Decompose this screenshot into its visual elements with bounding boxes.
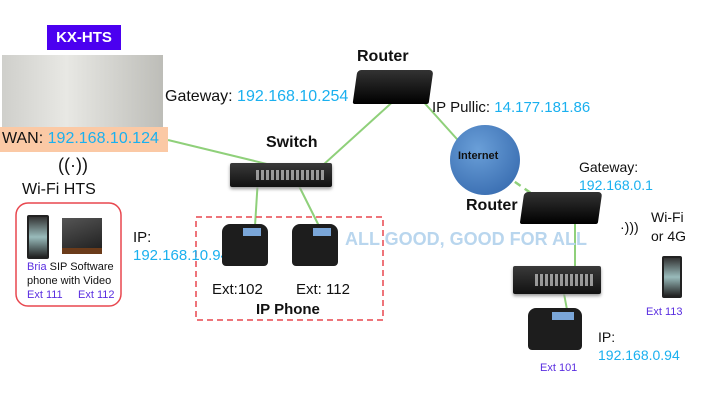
smartphone-icon: [27, 215, 49, 259]
ext-102: Ext:102: [212, 281, 263, 298]
gateway-ip: 192.168.10.254: [237, 88, 349, 105]
internet-cloud-icon: [450, 125, 520, 195]
remote-ip: 192.168.0.94: [598, 347, 680, 363]
mobile-phone-icon: [662, 256, 682, 298]
wifi-devices-box: [15, 202, 122, 307]
pbx-gateway: Gateway: 192.168.10.254: [165, 88, 348, 106]
ip-phone-group-label: IP Phone: [256, 301, 320, 318]
softphone-line2: phone with Video: [27, 275, 112, 287]
pbx-device-photo: [2, 55, 163, 128]
video-phone-icon: [528, 308, 582, 350]
softphone-brand: Bria: [27, 261, 47, 273]
link-switch-phone2: [295, 179, 323, 233]
router-remote-label: Router: [466, 197, 518, 214]
ip-phone-group-box: [195, 216, 384, 321]
ip-phone-icon: [222, 224, 268, 266]
ext-112-laptop: Ext 112: [78, 289, 115, 301]
ext-101: Ext 101: [540, 362, 578, 374]
wan-label: WAN:: [2, 130, 44, 147]
switch-remote-icon: [513, 266, 601, 294]
wan-text: WAN: 192.168.10.124: [2, 130, 159, 148]
laptop-icon: [62, 218, 102, 254]
ip-phone-icon: [292, 224, 338, 266]
softphone-line1: SIP Software: [49, 261, 114, 273]
ext-113: Ext 113: [646, 306, 683, 318]
remote-gateway-ip: 192.168.0.1: [579, 177, 653, 193]
public-ip-value: 14.177.181.86: [494, 99, 591, 116]
link-switch-router: [311, 96, 399, 176]
ip-phones-ip-label: IP:: [133, 229, 152, 246]
softphone-text: Bria SIP Software: [27, 261, 114, 273]
remote-ip-label: IP:: [598, 329, 616, 345]
wan-label-box: [0, 127, 168, 152]
internet-label: Internet: [458, 150, 499, 162]
public-ip-label: IP Pullic:: [432, 99, 491, 116]
pbx-title-badge: KX-HTS: [47, 25, 121, 50]
remote-gateway-label: Gateway:: [579, 159, 639, 175]
gateway-label: Gateway:: [165, 88, 233, 105]
router-main-label: Router: [357, 48, 409, 65]
wan-ip: 192.168.10.124: [47, 130, 159, 147]
router-remote-icon: [519, 192, 603, 224]
wifi-hts-label: Wi-Fi HTS: [22, 181, 96, 198]
4g-label: or 4G: [651, 228, 687, 244]
switch-icon: [230, 163, 332, 187]
ext-112: Ext: 112: [296, 281, 350, 298]
wifi-label: Wi-Fi: [651, 209, 684, 225]
ip-phones-ip: 192.168.10.94: [133, 247, 229, 264]
ext-111: Ext 111: [27, 289, 63, 301]
router-main-icon: [352, 70, 434, 104]
public-ip: IP Pullic: 14.177.181.86: [432, 99, 590, 116]
wifi-4g-icon: ·))): [620, 219, 639, 235]
watermark: ALL GOOD, GOOD FOR ALL: [345, 229, 587, 249]
pbx-title: KX-HTS: [56, 29, 112, 46]
wifi-icon: ((·)): [58, 155, 88, 175]
switch-label: Switch: [266, 134, 318, 151]
link-internet-router2: [504, 173, 549, 207]
